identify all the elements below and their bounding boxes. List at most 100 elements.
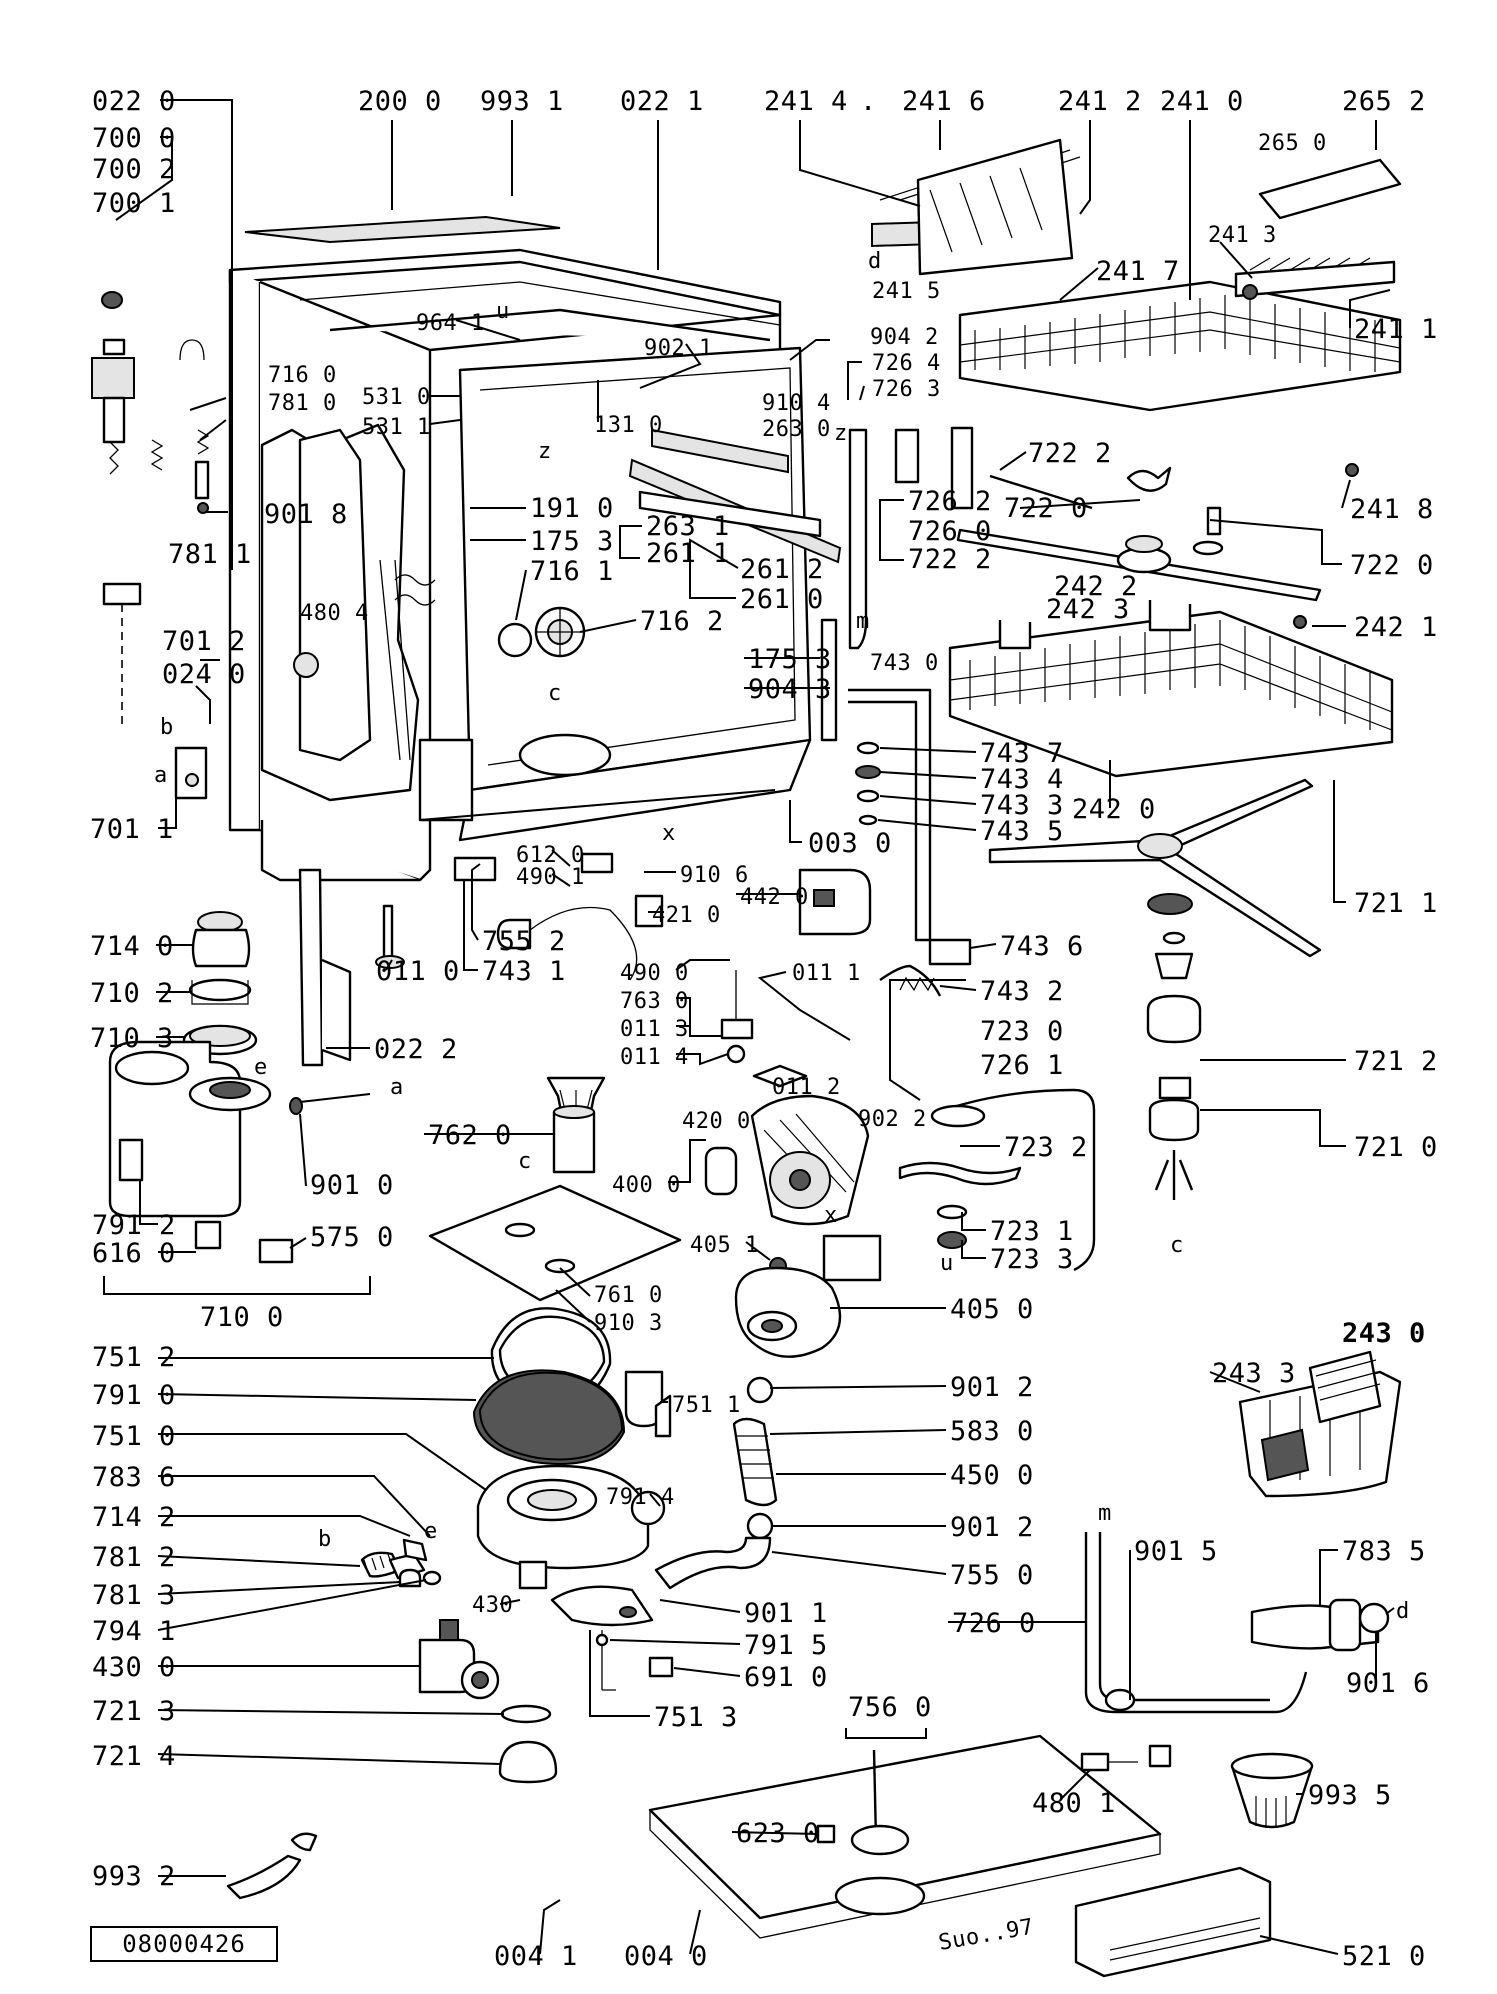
connection-letter: m — [856, 609, 870, 634]
upper-rack-illustration — [871, 138, 1402, 602]
part-label: 723 1 — [990, 1216, 1074, 1247]
part-label: 722 2 — [908, 544, 992, 575]
part-label: 910 6 — [680, 863, 749, 888]
part-label: 721 2 — [1354, 1046, 1438, 1077]
part-label: 241 8 — [1350, 494, 1434, 525]
part-label: 901 0 — [310, 1170, 394, 1201]
part-label: 993 2 — [92, 1861, 176, 1892]
connection-letter: a — [390, 1075, 404, 1100]
part-label: 241 2 — [1058, 86, 1142, 117]
part-label: 011 0 — [376, 956, 460, 987]
part-label: 721 0 — [1354, 1132, 1438, 1163]
part-label: 261 0 — [740, 584, 824, 615]
part-label: 480 1 — [1032, 1788, 1116, 1819]
leader-lines — [115, 99, 1395, 1955]
part-label: 726 2 — [908, 486, 992, 517]
part-label: . — [860, 86, 877, 117]
part-label: 241 1 — [1354, 314, 1438, 345]
connection-letter: e — [424, 1519, 438, 1544]
part-label: 726 3 — [872, 377, 941, 402]
part-label: 011 3 — [620, 1017, 689, 1042]
part-label: 531 0 — [362, 385, 431, 410]
part-label: 011 4 — [620, 1045, 689, 1070]
connection-letter: d — [868, 249, 882, 274]
lower-rack-illustration — [948, 600, 1394, 1200]
part-label: 964 1 — [416, 311, 485, 336]
part-label: 710 2 — [90, 978, 174, 1009]
part-label: 263 1 — [646, 511, 730, 542]
part-label: 783 5 — [1342, 1536, 1426, 1567]
part-label: 701 2 — [162, 626, 246, 657]
part-label: 726 1 — [980, 1050, 1064, 1081]
part-label: 722 0 — [1004, 493, 1088, 524]
cutlery-basket-illustration — [1238, 1350, 1402, 1498]
inlet-hose-illustration — [91, 291, 210, 800]
part-label: 700 2 — [92, 154, 176, 185]
connection-letter: c — [518, 1149, 532, 1174]
connection-letter: m — [1098, 1501, 1112, 1526]
part-label: 490 0 — [620, 961, 689, 986]
part-label: 743 2 — [980, 976, 1064, 1007]
part-label: 701 1 — [90, 814, 174, 845]
drain-hose-illustration — [898, 1088, 1390, 1829]
part-label: 241 7 — [1096, 256, 1180, 287]
base-plate-illustration — [226, 1734, 1272, 1978]
part-label: 904 3 — [748, 674, 832, 705]
part-label: 131 0 — [594, 413, 663, 438]
part-label: 405 1 — [690, 1233, 759, 1258]
connection-letter: z — [834, 421, 848, 446]
part-label: 241 0 — [1160, 86, 1244, 117]
part-label: 714 2 — [92, 1502, 176, 1533]
part-label: 783 6 — [92, 1462, 176, 1493]
part-label: 902 2 — [858, 1107, 927, 1132]
part-label: 722 2 — [1028, 438, 1112, 469]
part-label: 623 0 — [736, 1818, 820, 1849]
part-label: 022 2 — [374, 1034, 458, 1065]
document-number-box: 08000426 — [90, 1926, 278, 1962]
part-label: 791 0 — [92, 1380, 176, 1411]
part-label: 726 0 — [952, 1608, 1036, 1639]
part-label: 901 2 — [950, 1372, 1034, 1403]
part-label: 743 6 — [1000, 931, 1084, 962]
part-label: 721 1 — [1354, 888, 1438, 919]
part-label: 700 0 — [92, 123, 176, 154]
part-label: 901 1 — [744, 1598, 828, 1629]
part-label: 781 3 — [92, 1580, 176, 1611]
part-label: 405 0 — [950, 1294, 1034, 1325]
part-label: 781 1 — [168, 539, 252, 570]
part-label: 904 2 — [870, 325, 939, 350]
connection-letter: e — [254, 1055, 268, 1080]
part-label: 241 5 — [872, 279, 941, 304]
part-label: 241 4 — [764, 86, 848, 117]
part-label: 616 0 — [92, 1238, 176, 1269]
part-label: 450 0 — [950, 1460, 1034, 1491]
part-label: 791 5 — [744, 1630, 828, 1661]
part-label: 442 0 — [740, 885, 809, 910]
part-label: 420 0 — [682, 1109, 751, 1134]
connection-letter: u — [496, 299, 510, 324]
part-label: 024 0 — [162, 659, 246, 690]
part-label: 791 4 — [606, 1485, 675, 1510]
part-label: 175 3 — [530, 526, 614, 557]
part-label: 761 0 — [594, 1283, 663, 1308]
part-label: 691 0 — [744, 1662, 828, 1693]
part-label: 191 0 — [530, 493, 614, 524]
part-label: 910 3 — [594, 1311, 663, 1336]
part-label: 710 0 — [200, 1302, 284, 1333]
part-label: 726 0 — [908, 516, 992, 547]
base-plate-note: Suo..97 — [937, 1915, 1036, 1956]
part-label: 243 3 — [1212, 1358, 1296, 1389]
part-label: 575 0 — [310, 1222, 394, 1253]
dishwasher-tub-illustration — [228, 215, 842, 1067]
part-label: 763 0 — [620, 989, 689, 1014]
part-label: 781 2 — [92, 1542, 176, 1573]
part-label: 901 6 — [1346, 1668, 1430, 1699]
part-label: 721 3 — [92, 1696, 176, 1727]
part-label: 004 1 — [494, 1941, 578, 1972]
part-label: 743 0 — [870, 651, 939, 676]
connection-letter: a — [154, 763, 168, 788]
part-label: 400 0 — [612, 1173, 681, 1198]
part-label: 022 0 — [92, 86, 176, 117]
connection-letter: z — [538, 439, 552, 464]
